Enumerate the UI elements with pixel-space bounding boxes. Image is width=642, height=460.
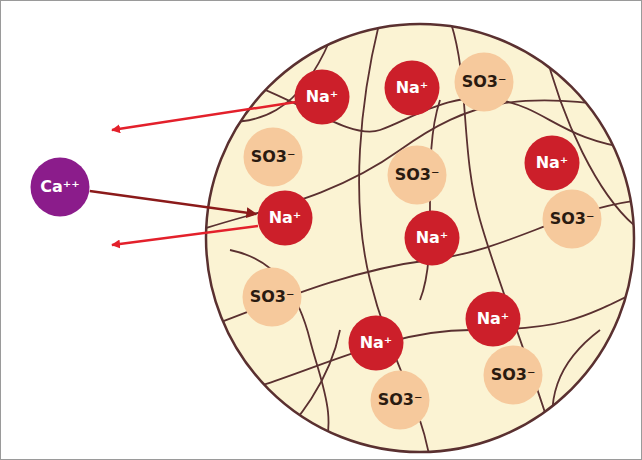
- ion-outline: [243, 268, 302, 327]
- sulfonate-group: SO3⁻: [370, 370, 430, 430]
- ion-label: SO3⁻: [462, 74, 507, 90]
- ion-label: SO3⁻: [491, 367, 536, 383]
- ion-label: SO3⁻: [395, 167, 440, 183]
- ion-label: SO3⁻: [251, 149, 296, 165]
- ion-outline: [31, 158, 90, 217]
- sodium-ion: Na⁺: [465, 291, 521, 347]
- sulfonate-group: SO3⁻: [387, 145, 447, 205]
- ion-label: Ca⁺⁺: [40, 179, 79, 195]
- ion-outline: [455, 53, 514, 112]
- ion-outline: [543, 190, 602, 249]
- calcium-ion: Ca⁺⁺: [30, 157, 90, 217]
- polymer-mesh: [200, 20, 640, 460]
- ion-label: Na⁺: [269, 210, 302, 226]
- sulfonate-group: SO3⁻: [454, 52, 514, 112]
- resin-bead: [206, 24, 634, 452]
- sulfonate-group: SO3⁻: [243, 127, 303, 187]
- ion-label: SO3⁻: [378, 392, 423, 408]
- ion-label: SO3⁻: [550, 211, 595, 227]
- ion-label: Na⁺: [396, 80, 429, 96]
- sodium-ion: Na⁺: [384, 60, 440, 116]
- exchange-arrow: [90, 191, 257, 214]
- ion-label: Na⁺: [360, 335, 393, 351]
- sulfonate-group: SO3⁻: [483, 345, 543, 405]
- ion-outline: [371, 371, 430, 430]
- ion-label: Na⁺: [536, 155, 569, 171]
- ion-outline: [258, 191, 313, 246]
- sulfonate-group: SO3⁻: [542, 189, 602, 249]
- ion-outline: [349, 316, 404, 371]
- ion-label: Na⁺: [477, 311, 510, 327]
- ion-outline: [295, 70, 350, 125]
- release-arrow: [112, 226, 258, 245]
- ion-outline: [484, 346, 543, 405]
- ion-outline: [525, 136, 580, 191]
- sodium-ion: Na⁺: [257, 190, 313, 246]
- release-arrow: [112, 102, 296, 130]
- ion-label: Na⁺: [416, 230, 449, 246]
- sodium-ion: Na⁺: [524, 135, 580, 191]
- ion-label: Na⁺: [306, 89, 339, 105]
- ion-outline: [244, 128, 303, 187]
- ion-outline: [466, 292, 521, 347]
- sodium-ion: Na⁺: [294, 69, 350, 125]
- ion-outline: [405, 211, 460, 266]
- ion-outline: [385, 61, 440, 116]
- sulfonate-group: SO3⁻: [242, 267, 302, 327]
- sodium-ion: Na⁺: [404, 210, 460, 266]
- ion-label: SO3⁻: [250, 289, 295, 305]
- sodium-ion: Na⁺: [348, 315, 404, 371]
- ion-outline: [388, 146, 447, 205]
